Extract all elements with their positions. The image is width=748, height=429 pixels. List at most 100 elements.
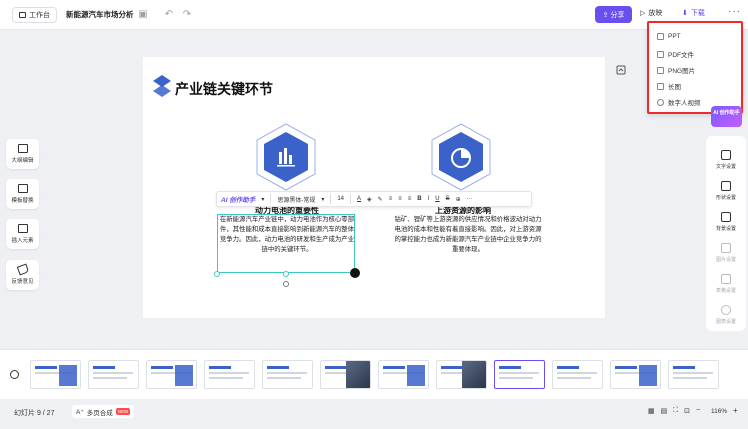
ai-assistant-button[interactable]: AI 创作助手 <box>221 197 256 204</box>
insert-element-button[interactable]: 插入元素 <box>6 219 39 249</box>
left-paragraph[interactable]: 在新能源汽车产业链中，动力电池作为核心零部件，其性能和成本直接影响到新能源汽车的… <box>219 216 355 253</box>
align-center-icon[interactable]: ≡ <box>398 196 402 202</box>
template-replace-button[interactable]: 模板替换 <box>6 179 39 209</box>
download-button[interactable]: ⬇ 下载 <box>682 10 705 17</box>
more-menu-button[interactable]: ··· <box>728 6 741 17</box>
image-icon <box>657 66 664 74</box>
document-title[interactable]: 新能源汽车市场分析 <box>66 10 134 19</box>
ai-assistant-badge[interactable]: AI 创作助手 <box>711 106 742 127</box>
resize-handle[interactable] <box>214 271 220 277</box>
feedback-button[interactable]: 反馈意见 <box>6 260 39 290</box>
slide-thumbnail[interactable] <box>610 360 661 389</box>
shape-settings-icon <box>721 181 731 191</box>
download-menu-item-digital-human-video[interactable]: 数字人视频 <box>657 97 701 107</box>
digital-human-icon <box>657 98 664 106</box>
play-icon: ▷ <box>640 10 646 17</box>
font-size-select[interactable]: 14 <box>337 196 345 202</box>
slide-canvas[interactable]: 产业链关键环节 动力电池的重要性 在新能源汽车产业链中，动力电池作为核心零部件，… <box>143 57 626 318</box>
shape-settings-button[interactable]: 形状设置 <box>709 176 743 206</box>
ppt-file-icon <box>657 33 664 40</box>
redo-icon[interactable]: ↷ <box>182 9 192 20</box>
right-subtitle[interactable]: 上游资源的影响 <box>435 206 491 215</box>
align-left-icon[interactable]: ≡ <box>388 196 393 202</box>
download-menu-item-png[interactable]: PNG图片 <box>657 65 695 75</box>
slide-thumbnail[interactable] <box>668 360 719 389</box>
table-settings-button[interactable]: 表格设置 <box>709 269 743 299</box>
chevron-down-icon[interactable]: ▾ <box>321 196 325 203</box>
more-format-icon[interactable]: ⊕ <box>455 196 461 203</box>
page-indicator: 幻灯片 9 / 27 <box>14 410 55 417</box>
left-subtitle[interactable]: 动力电池的重要性 <box>255 206 319 215</box>
text-settings-button[interactable]: 文字设置 <box>709 145 743 175</box>
right-tool-panel <box>706 136 746 331</box>
play-slides-icon[interactable] <box>10 370 19 379</box>
multi-page-compose-button[interactable]: A⁺ 多页合成 NEW <box>72 405 135 418</box>
slide-thumbnail[interactable] <box>30 360 81 389</box>
slide-thumbnail[interactable] <box>320 360 371 389</box>
slide-thumbnail[interactable] <box>262 360 313 389</box>
template-icon <box>17 184 28 193</box>
fullscreen-icon[interactable]: ⛶ <box>673 407 679 414</box>
slide-thumbnail[interactable] <box>146 360 197 389</box>
fit-screen-icon[interactable]: ⊡ <box>684 408 691 415</box>
share-icon: ⇪ <box>602 11 609 19</box>
replace-image-icon[interactable] <box>616 65 626 75</box>
outline-edit-button[interactable]: 大纲编辑 <box>6 139 39 169</box>
pie-chart-hexagon-icon[interactable] <box>426 122 496 192</box>
align-right-icon[interactable]: ≡ <box>407 196 412 202</box>
strikethrough-icon[interactable]: S <box>445 196 450 202</box>
grid-view-icon[interactable]: ▦ <box>648 408 655 415</box>
underline-icon[interactable]: U <box>435 196 440 202</box>
resize-handle[interactable] <box>283 271 289 277</box>
download-menu-item-long-image[interactable]: 长图 <box>657 81 681 91</box>
slide-title[interactable]: 产业链关键环节 <box>175 81 273 97</box>
outline-icon <box>17 144 28 153</box>
download-icon: ⬇ <box>682 10 688 17</box>
zoom-out-icon[interactable]: − <box>696 407 701 414</box>
chevron-down-icon[interactable]: ▾ <box>261 196 265 203</box>
chart-settings-button[interactable]: 图表设置 <box>709 300 743 330</box>
share-button[interactable]: ⇪ 分享 <box>595 6 632 23</box>
title-logo-icon <box>153 75 171 97</box>
feedback-icon <box>16 263 29 276</box>
text-selection-box[interactable] <box>217 214 355 273</box>
more-options-icon[interactable]: ··· <box>466 196 473 202</box>
slide-thumbnail[interactable] <box>552 360 603 389</box>
divider <box>270 194 272 204</box>
bold-icon[interactable]: B <box>417 196 422 202</box>
save-icon[interactable]: ▣ <box>138 9 148 20</box>
download-menu: PPT PDF文件 PNG图片 长图 数字人视频 <box>647 21 743 114</box>
slide-thumbnail-active[interactable] <box>494 360 545 389</box>
font-family-select[interactable]: 思源黑体-常规 <box>277 197 316 204</box>
rotate-icon[interactable] <box>283 281 289 287</box>
zoom-in-icon[interactable]: + <box>733 406 738 415</box>
ai-icon: A⁺ <box>76 408 84 416</box>
long-image-icon <box>657 82 664 90</box>
fill-color-icon[interactable]: ◈ <box>367 196 372 203</box>
background-settings-button[interactable]: 背景设置 <box>709 207 743 237</box>
italic-icon[interactable]: I <box>427 196 430 202</box>
play-button[interactable]: ▷ 放映 <box>640 10 663 17</box>
slide-thumbnail[interactable] <box>378 360 429 389</box>
download-menu-item-pdf[interactable]: PDF文件 <box>657 49 694 59</box>
new-badge: NEW <box>115 408 131 415</box>
font-color-icon[interactable]: A <box>357 196 362 202</box>
top-bar: 工作台 新能源汽车市场分析 ▣ ↶ ↷ ⇪ 分享 ▷ 放映 ⬇ 下载 ··· <box>0 0 748 30</box>
bar-chart-hexagon-icon[interactable] <box>251 122 321 192</box>
right-paragraph[interactable]: 钴矿、锂矿等上游资源的供应情况和价格波动对动力电池的成本和性能有着直接影响。因此… <box>394 216 542 253</box>
undo-icon[interactable]: ↶ <box>164 9 174 20</box>
slide-thumbnail[interactable] <box>436 360 487 389</box>
zoom-level[interactable]: 116% <box>711 408 728 415</box>
slide-thumbnail[interactable] <box>88 360 139 389</box>
download-menu-item-ppt[interactable]: PPT <box>657 33 681 40</box>
chart-settings-icon <box>721 305 731 315</box>
thumbnail-view-icon[interactable]: ▤ <box>660 408 668 415</box>
divider <box>350 194 352 204</box>
image-settings-button[interactable]: 图片设置 <box>709 238 743 268</box>
highlight-icon[interactable]: ✎ <box>377 196 383 203</box>
slide-thumbnail[interactable] <box>204 360 255 389</box>
workspace-button[interactable]: 工作台 <box>12 7 57 23</box>
workspace-label: 工作台 <box>29 12 50 19</box>
monitor-icon <box>19 12 26 18</box>
lock-icon[interactable] <box>350 268 360 278</box>
